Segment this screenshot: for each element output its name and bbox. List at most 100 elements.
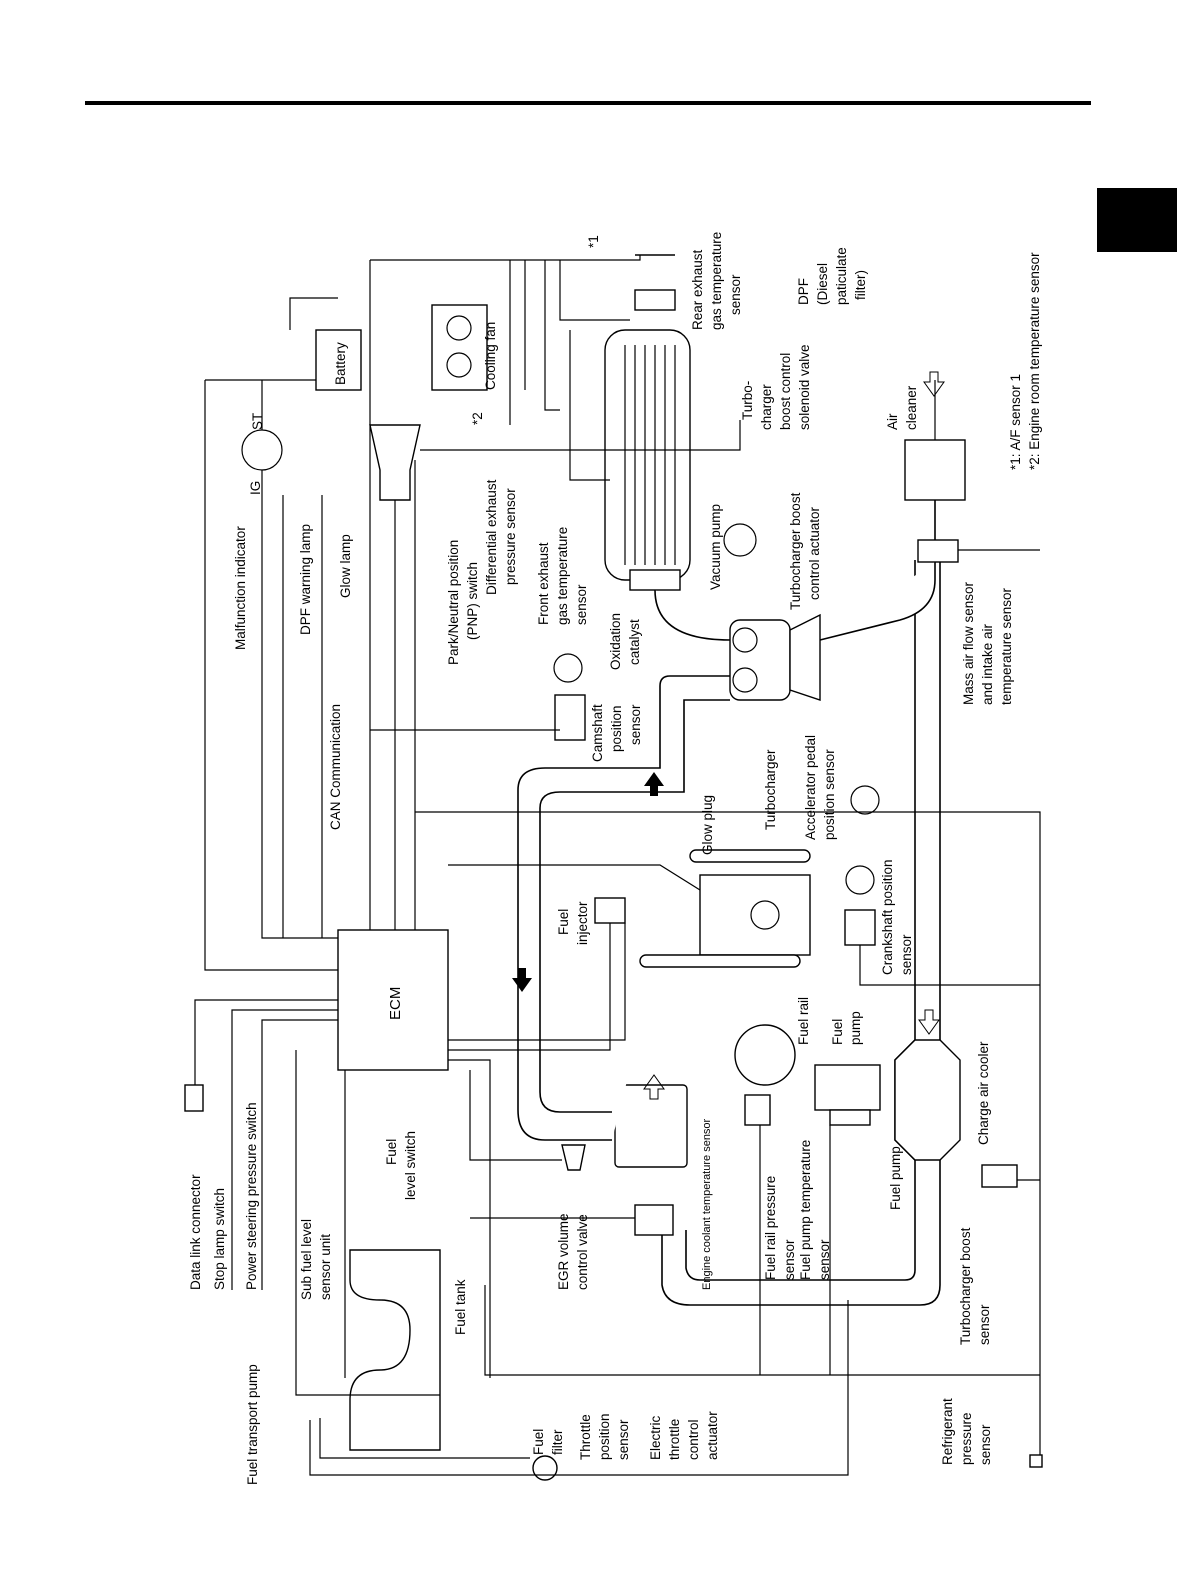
label-turbo-solenoid-4: solenoid valve (797, 344, 812, 430)
label-pnp-2: (PNP) switch (465, 562, 480, 640)
label-sub-fuel-level-1: Sub fuel level (299, 1219, 314, 1300)
label-star2: *2 (470, 412, 485, 425)
ignition-switch (241, 429, 283, 471)
label-electric-throttle-3: control (686, 1419, 701, 1460)
engine-port-lower (639, 954, 801, 968)
label-front-exhaust-1: Front exhaust (536, 542, 551, 625)
label-fuel-rail: Fuel rail (796, 997, 811, 1045)
label-vacuum-pump: Vacuum pump (708, 504, 723, 590)
label-data-link-connector: Data link connector (188, 1174, 203, 1290)
cooling-fan-rotor-2 (446, 352, 472, 378)
fuel-tank (349, 1249, 441, 1451)
refrigerant-sensor-body (1029, 1454, 1043, 1468)
egr-valve-body (561, 1144, 586, 1171)
label-fuel-rail-pressure-2: sensor (782, 1239, 797, 1280)
label-crankshaft-1: Crankshaft position (880, 859, 895, 975)
label-accelerator-pedal-2: position sensor (822, 749, 837, 840)
label-fuel-pump-temp-1: Fuel pump temperature (798, 1140, 813, 1280)
label-turbo-boost-actuator-1: Turbocharger boost (788, 492, 803, 610)
label-electric-throttle-1: Electric (648, 1415, 663, 1460)
fuel-filter-body (532, 1455, 558, 1481)
label-fuel-pump-box-2: pump (848, 1011, 863, 1045)
label-fuel-level-switch-2: level switch (403, 1131, 418, 1200)
dpf-housing (604, 329, 691, 581)
dpf-filter-ribs (624, 345, 676, 565)
label-egr-valve-1: EGR volume (556, 1213, 571, 1290)
label-front-exhaust-2: gas temperature (555, 527, 570, 625)
label-pnp-1: Park/Neutral position (446, 540, 461, 665)
data-link-connector-body (184, 1084, 204, 1112)
wiring-harness (194, 255, 1041, 1476)
camshaft-sensor-body (554, 694, 586, 741)
label-diff-exhaust-2: pressure sensor (503, 488, 518, 585)
label-electric-throttle-4: actuator (705, 1411, 720, 1460)
maf-sensor-body (917, 539, 959, 563)
label-refrigerant-2: pressure (959, 1412, 974, 1465)
turbine-wheel-2 (732, 667, 758, 693)
crankshaft-target (845, 865, 875, 895)
label-turbo-solenoid-1: Turbo- (740, 381, 755, 420)
label-rear-exhaust-2: gas temperature (709, 232, 724, 330)
label-fuel-pump-temp-2: sensor (817, 1239, 832, 1280)
fuel-injector-body (594, 897, 626, 924)
label-fuel-filter-1: Fuel (531, 1429, 546, 1455)
label-fuel-transport-pump: Fuel transport pump (245, 1364, 260, 1485)
label-rear-exhaust-3: sensor (728, 274, 743, 315)
charge-air-cooler-body (894, 1039, 961, 1161)
label-turbo-boost-actuator-2: control actuator (807, 506, 822, 600)
label-maf-3: temperature sensor (999, 587, 1014, 705)
label-accelerator-pedal-1: Accelerator pedal (803, 735, 818, 840)
label-charge-air-cooler: Charge air cooler (976, 1041, 991, 1145)
fuel-rail-body (734, 1024, 796, 1086)
egr-pipe-inner (539, 699, 730, 1113)
label-camshaft-3: sensor (628, 704, 643, 745)
turbocharger-body (729, 619, 791, 701)
label-egr-valve-2: control valve (575, 1214, 590, 1290)
label-oxidation-catalyst-1: Oxidation (608, 613, 623, 670)
label-diff-exhaust-1: Differential exhaust (484, 479, 499, 595)
label-maf-2: and intake air (980, 623, 995, 705)
label-electric-throttle-2: throttle (667, 1419, 682, 1460)
label-turbo-solenoid-2: charger (759, 384, 774, 430)
label-turbocharger: Turbocharger (763, 749, 778, 830)
label-malfunction-indicator: Malfunction indicator (233, 526, 248, 650)
label-fuel-injector-1: Fuel (556, 909, 571, 935)
label-air-cleaner-2: cleaner (904, 385, 919, 430)
label-sub-fuel-level-2: sensor unit (318, 1234, 333, 1300)
label-throttle-position-2: position (597, 1413, 612, 1460)
fuel-pump-base (829, 1109, 871, 1126)
label-can-communication: CAN Communication (328, 704, 343, 830)
crankshaft-sensor-body (844, 909, 876, 946)
air-cleaner-box (904, 439, 966, 501)
oxidation-catalyst-flange (629, 569, 681, 591)
label-camshaft-2: position (609, 705, 624, 752)
engine-port-upper (689, 849, 811, 863)
turbo-boost-sensor-body (981, 1164, 1018, 1188)
label-oxidation-catalyst-2: catalyst (627, 619, 642, 665)
dpf-outlet-flange (634, 289, 676, 311)
camshaft-target (553, 653, 583, 683)
battery-box (315, 329, 362, 391)
turbine-wheel-1 (732, 627, 758, 653)
label-turbo-solenoid-3: boost control (778, 353, 793, 430)
label-glow-lamp: Glow lamp (338, 534, 353, 598)
flow-arrows (512, 371, 945, 1100)
compressor-wheel (789, 613, 821, 701)
air-cleaner-duct (819, 500, 936, 641)
exhaust-inlet-pipe (654, 589, 731, 641)
label-camshaft-1: Camshaft (590, 704, 605, 762)
label-throttle-position-1: Throttle (578, 1414, 593, 1460)
label-fuel-rail-pressure-1: Fuel rail pressure (763, 1176, 778, 1280)
vacuum-pump-body (723, 523, 757, 557)
section-tab (1097, 188, 1177, 252)
label-fuel-injector-2: injector (575, 901, 590, 945)
label-dpf-3: paticulate (834, 247, 849, 305)
label-turbo-boost-sensor-1: Turbocharger boost (958, 1227, 973, 1345)
intake-manifold (614, 1084, 688, 1168)
label-ig: IG (248, 481, 263, 495)
label-turbo-boost-sensor-2: sensor (977, 1304, 992, 1345)
label-ecm: ECM (387, 987, 404, 1020)
label-dpf-1: DPF (796, 278, 811, 305)
